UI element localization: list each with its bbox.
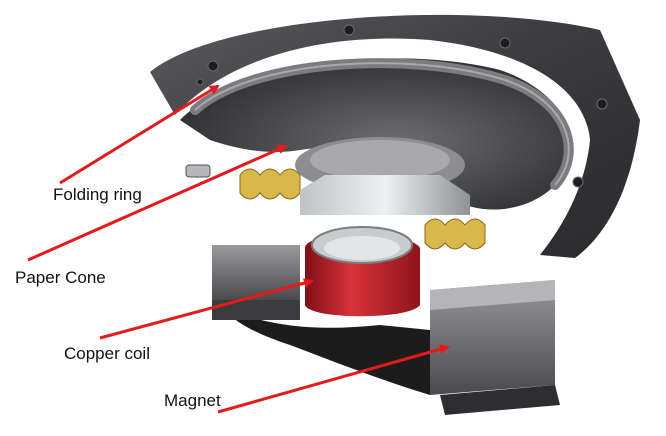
frame-ring xyxy=(150,14,640,258)
top-plate xyxy=(300,175,470,215)
spider-right xyxy=(424,218,486,250)
back-plate xyxy=(212,300,300,320)
foam-base xyxy=(230,310,430,395)
magnet-right xyxy=(430,280,555,395)
label-paper-cone: Paper Cone xyxy=(15,268,106,287)
label-magnet: Magnet xyxy=(164,391,221,410)
label-folding-ring: Folding ring xyxy=(53,185,142,204)
terminal-lug xyxy=(185,164,211,178)
magnet-left xyxy=(212,245,300,300)
frame-mounting-holes xyxy=(196,24,608,188)
arrow-magnet xyxy=(217,344,450,414)
arrow-copper-coil xyxy=(99,278,314,340)
arrow-paper-cone xyxy=(27,144,288,262)
label-copper-coil: Copper coil xyxy=(64,344,150,363)
arrow-folding-ring xyxy=(59,84,220,185)
paper-cone xyxy=(180,58,572,210)
